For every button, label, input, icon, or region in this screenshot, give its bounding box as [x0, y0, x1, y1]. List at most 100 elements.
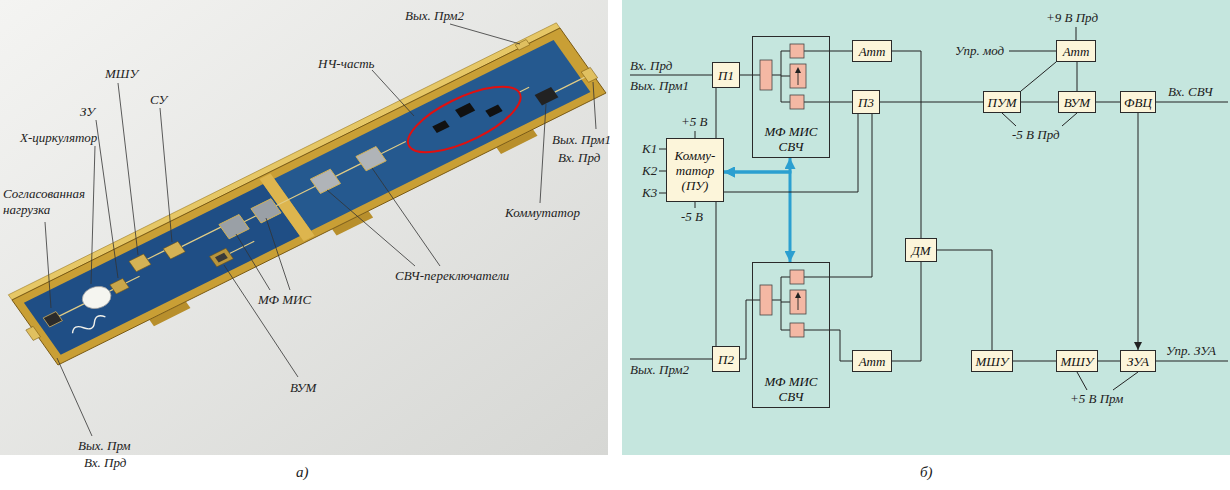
leader-lines — [45, 24, 596, 436]
chip — [163, 241, 185, 259]
callout-label: Вх. Прд — [558, 150, 600, 166]
divider-box: ДМ — [905, 238, 937, 262]
mmic-cell — [760, 60, 772, 90]
housing-frame — [12, 28, 606, 365]
callout-label: СВЧ-переключатели — [395, 268, 509, 284]
leader-line — [236, 234, 270, 290]
block-label: ПУМ — [988, 95, 1017, 110]
cell-arrowhead — [795, 292, 801, 298]
amplifier-box: ПУМ — [983, 91, 1021, 113]
signal-label: Вх. СВЧ — [1168, 84, 1213, 100]
signal-wire — [630, 75, 712, 76]
leader-line — [266, 218, 290, 290]
block-label: Атт — [859, 44, 886, 59]
switch-box: П2 — [712, 346, 740, 372]
callout-label: Вых. Прм1 — [552, 132, 611, 148]
mmic-cell — [790, 270, 804, 284]
chip — [485, 104, 502, 117]
leader-line — [45, 222, 51, 308]
control-bus — [724, 172, 790, 262]
block-label: П2 — [718, 352, 734, 367]
leader-line — [118, 83, 138, 255]
callout-label: Согласованная нагрузка — [3, 186, 98, 218]
power-label: +5 В Прм — [1070, 391, 1123, 407]
mmic-cell — [760, 285, 772, 315]
connector — [1096, 102, 1120, 103]
callout-label: МШУ — [105, 66, 138, 82]
chip — [209, 248, 233, 267]
matched-load — [43, 312, 62, 327]
switch-box: П3 — [852, 90, 880, 114]
callout-label: НЧ-часть — [318, 56, 374, 72]
power-wire — [1076, 27, 1077, 40]
control-label: К2 — [642, 163, 657, 179]
circulator — [77, 282, 115, 313]
connector — [830, 114, 872, 277]
pcb-trace — [52, 51, 585, 332]
power-wire — [1002, 113, 1077, 126]
power-label: -5 В Прд — [1012, 127, 1060, 143]
chip — [110, 278, 129, 293]
block-label: ВУМ — [1064, 95, 1090, 110]
connector — [716, 88, 717, 138]
lna-box: МШУ — [1056, 350, 1098, 372]
signal-wires — [630, 27, 1228, 390]
connector — [740, 75, 752, 76]
pcb-right — [274, 40, 590, 231]
leader-line — [327, 190, 415, 266]
connector-port — [581, 67, 597, 82]
connector-port — [515, 40, 530, 51]
control-label: К1 — [642, 141, 657, 157]
cell-arrow — [798, 72, 799, 310]
pcb-left — [24, 184, 300, 355]
connector — [830, 330, 852, 361]
callout-label: Вых. Прм2 — [405, 8, 464, 24]
chip — [219, 215, 249, 239]
commutator-box: Комму-татор (ПУ) — [666, 138, 724, 202]
power-label: +9 В Прд — [1046, 10, 1098, 26]
attenuator-box: Атт — [852, 350, 892, 372]
leader-line — [450, 24, 520, 44]
callout-label: Коммутатор — [505, 205, 580, 221]
mmic-cell — [790, 44, 804, 58]
panel-letter: а) — [296, 464, 309, 480]
leader-line — [540, 104, 546, 203]
control-wire — [1156, 361, 1228, 362]
leader-line — [224, 265, 298, 377]
signal-label: Вх. Прд — [630, 58, 672, 74]
connector — [716, 202, 717, 346]
cell-arrowhead — [795, 67, 801, 73]
pcb-trace — [70, 314, 107, 337]
connector — [937, 250, 992, 350]
chip — [535, 87, 559, 106]
leader-line — [57, 358, 92, 436]
chip — [129, 254, 151, 272]
block-label: ЗУА — [1127, 354, 1149, 369]
block-label: Атт — [1063, 44, 1090, 59]
leader-line — [96, 120, 118, 278]
attenuator-box: Атт — [852, 40, 892, 62]
circulator-box: ФВЦ — [1120, 91, 1156, 113]
block-label: ДМ — [911, 243, 930, 258]
connector — [830, 51, 852, 52]
power-wire — [695, 131, 696, 138]
connector-port — [26, 326, 41, 340]
connector — [892, 262, 921, 361]
connector — [1021, 62, 1056, 91]
panel-letter: б) — [920, 464, 933, 480]
highlight-ellipse — [397, 74, 532, 165]
mmic-cell — [790, 95, 804, 109]
connector — [1021, 102, 1058, 103]
callout-label: Вых. Прм — [78, 438, 131, 454]
signal-wire — [1156, 102, 1228, 103]
connector — [740, 300, 752, 359]
control-bus — [724, 158, 790, 172]
power-label: +5 В — [681, 114, 707, 130]
mmic-cell — [790, 323, 804, 337]
mmic-block: МФ МИС СВЧ — [752, 36, 830, 158]
block-label: П1 — [718, 68, 734, 83]
block-label: МФ МИС СВЧ — [761, 124, 821, 154]
connector — [892, 51, 921, 238]
control-label: Упр. мод — [955, 43, 1004, 59]
